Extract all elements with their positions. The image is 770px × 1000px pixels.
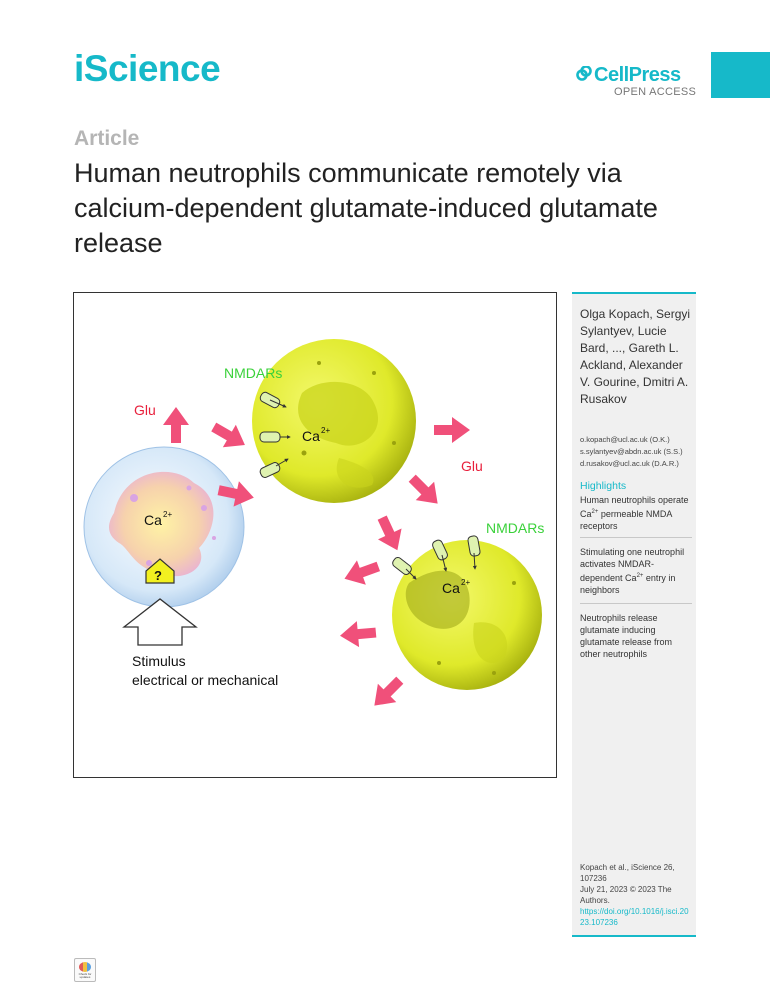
stimulus-arrow <box>122 598 198 646</box>
calcium-label-bottom: Ca 2+ <box>442 578 470 596</box>
neutrophil-bottom <box>392 540 542 690</box>
highlight-divider <box>580 537 692 538</box>
svg-text:Ca: Ca <box>442 580 460 596</box>
nmdar-channel <box>259 431 291 443</box>
calcium-label-left: Ca 2+ <box>144 510 172 528</box>
nmdar-label-top: NMDARs <box>224 365 282 381</box>
article-info-sidebar: Olga Kopach, Sergyi Sylantyev, Lucie Bar… <box>572 292 696 937</box>
header-accent-tab <box>711 52 770 98</box>
graphical-abstract-svg: Ca 2+ ? Stimulus electrical or mechanica… <box>83 339 544 706</box>
calcium-label-top: Ca 2+ <box>302 426 330 444</box>
stimulus-label: Stimulus <box>132 653 186 669</box>
highlight-item: Neutrophils release glutamate inducing g… <box>580 613 673 659</box>
email-link[interactable]: s.sylantyev@abdn.ac.uk (S.S.) <box>580 447 683 456</box>
nmdar-channel <box>432 539 448 572</box>
article-type-label: Article <box>74 127 140 150</box>
glutamate-release-arrows <box>163 407 470 706</box>
arrow-bottom-left-1 <box>344 560 381 585</box>
doi-link[interactable]: https://doi.org/10.1016/j.isci.2023.1072… <box>580 907 689 927</box>
contact-emails: o.kopach@ucl.ac.uk (O.K.) s.sylantyev@ab… <box>580 434 694 470</box>
arrow-left-up <box>163 407 189 443</box>
svg-text:2+: 2+ <box>461 578 470 587</box>
publisher-name: CellPress <box>594 64 681 86</box>
glu-label-left: Glu <box>134 402 156 418</box>
arrow-to-top-cell-2 <box>217 481 254 507</box>
nmdar-channel <box>259 391 287 409</box>
arrow-top-downright <box>408 474 438 504</box>
nmdar-channel <box>467 535 481 570</box>
email-link[interactable]: d.rusakov@ucl.ac.uk (D.A.R.) <box>580 459 679 468</box>
stimulus-type-label: electrical or mechanical <box>132 672 278 688</box>
check-for-updates-badge[interactable]: Check for updates <box>74 958 96 982</box>
nmdar-label-right: NMDARs <box>486 520 544 536</box>
highlight-item: Human neutrophils operate Ca2+ permeable… <box>580 495 689 531</box>
neutrophil-top <box>252 339 416 503</box>
unknown-mechanism-icon: ? <box>145 558 175 584</box>
cellpress-logo: CellPress OPEN ACCESS <box>576 62 700 98</box>
svg-text:Ca: Ca <box>144 512 162 528</box>
stimulated-neutrophil <box>83 446 245 608</box>
citation-text: Kopach et al., iScience 26, 107236 <box>580 863 675 883</box>
nmdar-channel <box>392 557 417 580</box>
highlights-heading: Highlights <box>580 480 627 492</box>
citation-block: Kopach et al., iScience 26, 107236 July … <box>580 862 692 928</box>
nmdar-channel <box>259 458 289 478</box>
highlight-divider <box>580 603 692 604</box>
svg-text:2+: 2+ <box>321 426 330 435</box>
author-list: Olga Kopach, Sergyi Sylantyev, Lucie Bar… <box>580 307 691 406</box>
publication-date: July 21, 2023 © 2023 The Authors. <box>580 885 672 905</box>
arrow-to-bottom-cell <box>377 515 402 551</box>
crossmark-label: Check for updates <box>78 972 92 979</box>
email-link[interactable]: o.kopach@ucl.ac.uk (O.K.) <box>580 435 670 444</box>
svg-text:?: ? <box>154 568 162 583</box>
crossmark-icon <box>79 962 91 972</box>
arrow-bottom-left-3 <box>374 676 404 706</box>
svg-text:2+: 2+ <box>163 510 172 519</box>
journal-logo: iScience <box>74 48 221 89</box>
arrow-bottom-left-2 <box>340 621 377 648</box>
highlight-item: Stimulating one neutrophil activates NMD… <box>580 547 685 595</box>
svg-text:Ca: Ca <box>302 428 320 444</box>
open-access-label: OPEN ACCESS <box>614 86 697 98</box>
glu-label-right: Glu <box>461 458 483 474</box>
graphical-abstract: Ca 2+ ? Stimulus electrical or mechanica… <box>73 292 557 778</box>
arrow-top-right <box>434 417 470 443</box>
article-title: Human neutrophils communicate remotely v… <box>74 158 658 258</box>
cellpress-icon <box>576 66 592 81</box>
arrow-to-top-cell-1 <box>211 422 245 448</box>
